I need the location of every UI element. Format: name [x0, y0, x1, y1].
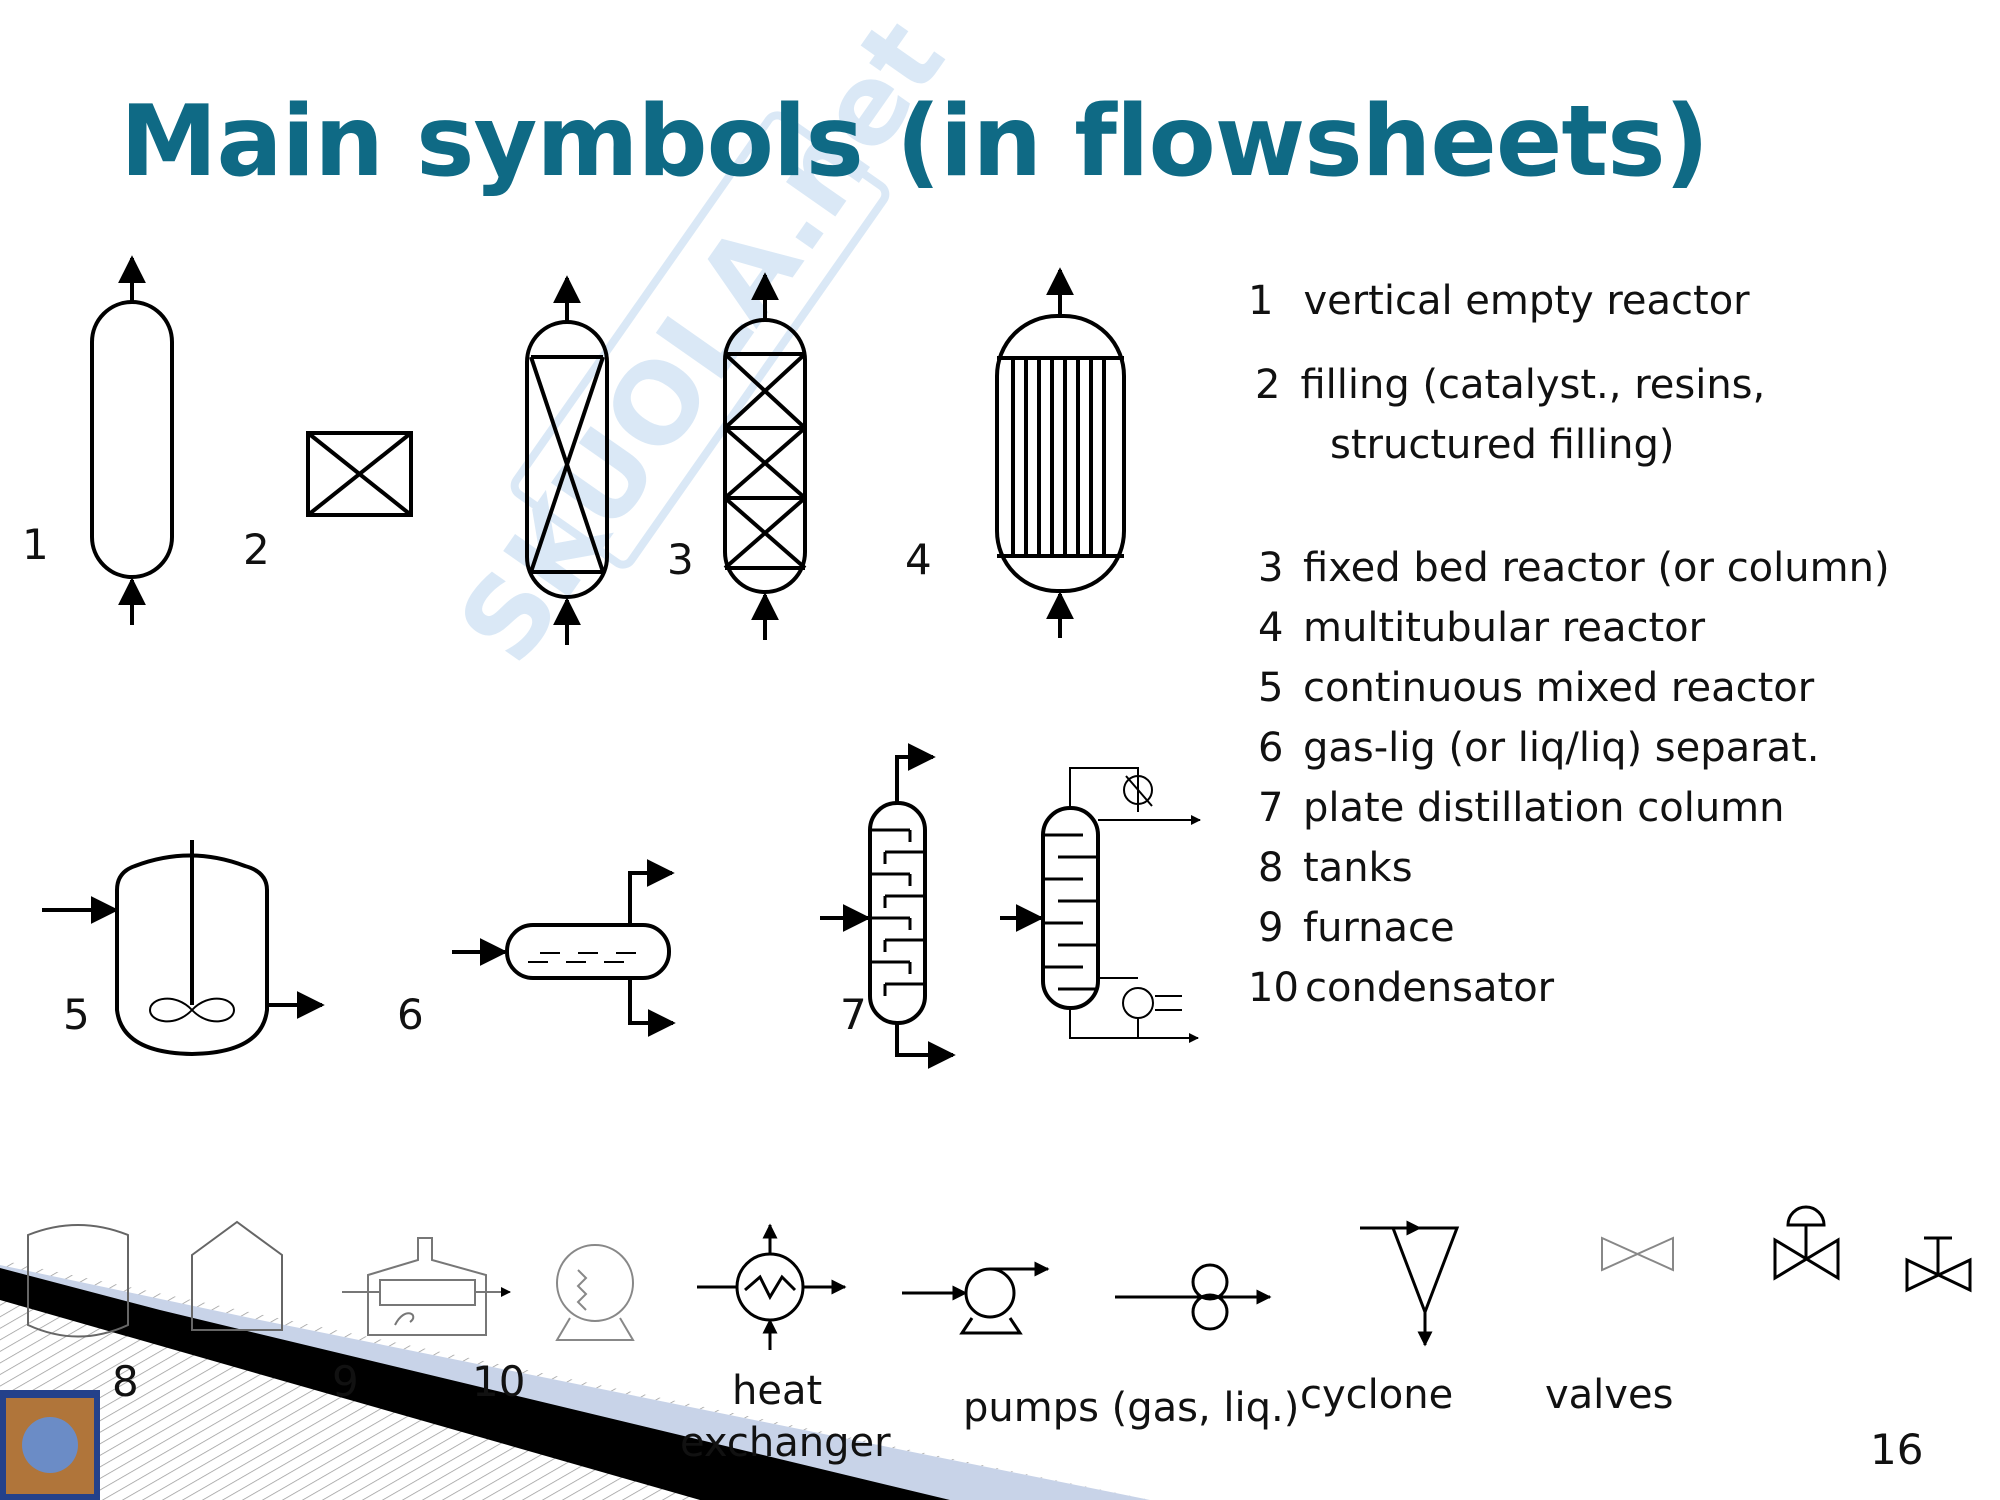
symbol-pump [902, 1261, 1050, 1335]
symbol-vertical-empty-reactor [90, 255, 174, 625]
legend-text: plate distillation column [1303, 785, 1785, 831]
symbol-heat-exchanger [697, 1223, 847, 1350]
symbol-gas-liquid-separator [452, 859, 676, 1037]
legend-number: 1 [1248, 278, 1274, 324]
symbol-valve-manual [1905, 1236, 1972, 1293]
legend-number: 5 [1258, 665, 1284, 711]
legend-number: 6 [1258, 725, 1284, 771]
caption-exchanger: exchanger [680, 1420, 891, 1466]
legend-text: gas-lig (or liq/liq) separat. [1303, 725, 1820, 771]
symbol-valve-control [1773, 1205, 1840, 1281]
symbol-fixed-bed-column [723, 272, 807, 640]
symbol-number-10: 10 [472, 1357, 526, 1406]
symbol-distillation-column-with-condenser [1000, 767, 1201, 1043]
legend-item-2: 2 filling (catalyst., resins, [1255, 362, 1765, 408]
symbol-number-9: 9 [332, 1357, 359, 1406]
legend-number: 9 [1258, 905, 1284, 951]
symbol-number-2: 2 [243, 525, 270, 574]
symbol-fixed-bed-reactor [525, 275, 609, 645]
caption-valves: valves [1545, 1372, 1674, 1418]
legend-item-2-continued: structured filling) [1330, 422, 1675, 468]
symbol-plate-distillation-column [820, 743, 956, 1069]
legend-text: continuous mixed reactor [1303, 665, 1815, 711]
caption-cyclone: cyclone [1300, 1372, 1454, 1418]
symbol-number-4: 4 [905, 535, 932, 584]
legend-item-6: 6 gas-lig (or liq/liq) separat. [1258, 725, 1819, 771]
symbol-number-7: 7 [840, 990, 867, 1039]
legend-item-5: 5 continuous mixed reactor [1258, 665, 1814, 711]
page-number: 16 [1870, 1425, 1924, 1474]
symbol-multitubular-reactor [995, 267, 1126, 638]
legend-number: 3 [1258, 545, 1284, 591]
symbol-tanks [27, 1220, 283, 1338]
legend-text: condensator [1305, 965, 1555, 1011]
symbol-number-3: 3 [667, 535, 694, 584]
legend-number: 10 [1248, 965, 1299, 1011]
legend-item-4: 4 multitubular reactor [1258, 605, 1705, 651]
legend-text: filling (catalyst., resins, [1300, 362, 1766, 408]
symbol-pump-liquid [1115, 1263, 1272, 1331]
legend-number: 2 [1255, 362, 1281, 408]
legend-text: vertical empty reactor [1303, 278, 1750, 324]
legend-item-1: 1 vertical empty reactor [1248, 278, 1750, 324]
symbol-valve-gate [1601, 1236, 1674, 1272]
legend-number: 8 [1258, 845, 1284, 891]
legend-text: structured filling) [1330, 422, 1675, 468]
legend-text: multitubular reactor [1303, 605, 1706, 651]
legend-item-3: 3 fixed bed reactor (or column) [1258, 545, 1890, 591]
symbol-condensator [555, 1244, 635, 1341]
legend-item-9: 9 furnace [1258, 905, 1455, 951]
legend-text: fixed bed reactor (or column) [1303, 545, 1890, 591]
legend-number: 4 [1258, 605, 1284, 651]
symbol-cyclone [1360, 1220, 1460, 1347]
symbol-number-8: 8 [112, 1357, 139, 1406]
symbol-number-6: 6 [397, 990, 424, 1039]
symbol-furnace [342, 1237, 511, 1336]
caption-heat: heat [732, 1368, 823, 1414]
legend-item-8: 8 tanks [1258, 845, 1413, 891]
caption-pumps: pumps (gas, liq.) [963, 1385, 1300, 1431]
legend-item-7: 7 plate distillation column [1258, 785, 1784, 831]
legend-text: furnace [1303, 905, 1455, 951]
symbol-number-1: 1 [22, 520, 49, 569]
symbol-filling [306, 431, 413, 517]
legend-number: 7 [1258, 785, 1284, 831]
legend-text: tanks [1303, 845, 1413, 891]
symbol-continuous-mixed-reactor [42, 840, 325, 1057]
page-title: Main symbols (in flowsheets) [120, 85, 1709, 199]
symbol-number-5: 5 [63, 990, 90, 1039]
